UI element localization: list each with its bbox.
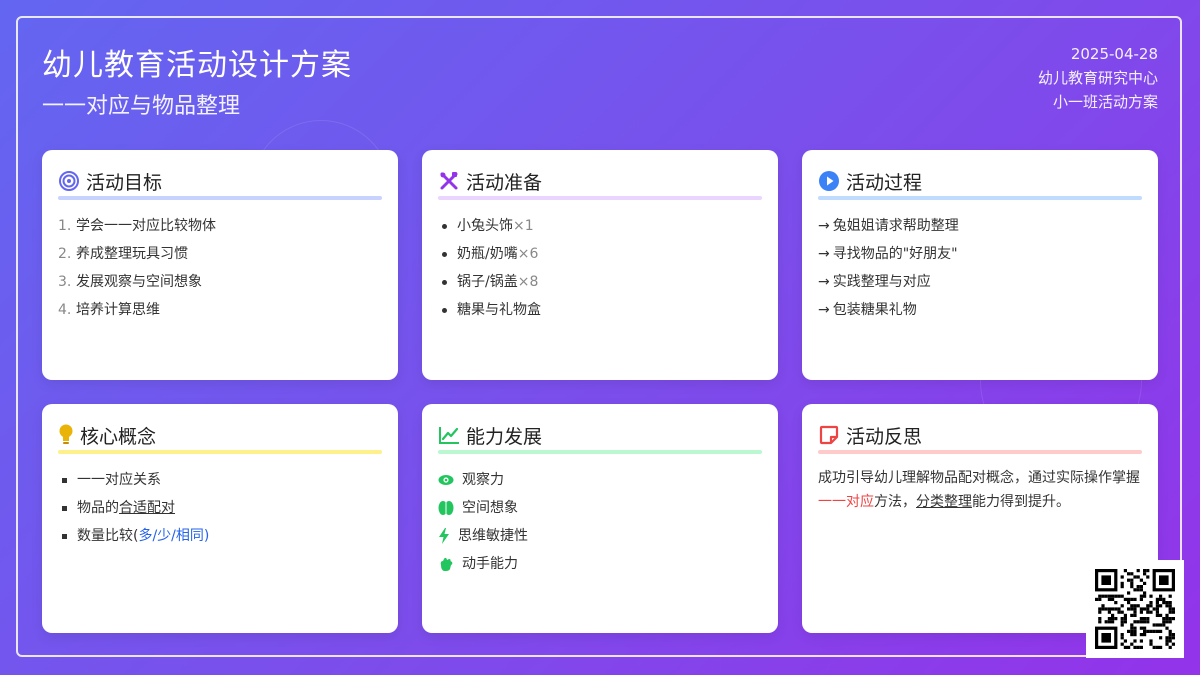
concepts-list: 一一对应关系 物品的合适配对 数量比较(多/少/相同) <box>58 466 382 550</box>
prep-qty: ×8 <box>517 274 539 290</box>
card-header: 活动准备 <box>438 168 762 198</box>
list-item: →实践整理与对应 <box>818 268 1142 296</box>
card-goals: 活动目标 1.学会一一对应比较物体 2.养成整理玩具习惯 3.发展观察与空间想象… <box>42 150 398 380</box>
prep-qty: ×1 <box>513 218 534 234</box>
card-title: 活动准备 <box>466 171 543 194</box>
concept-text: 一一对应关系 <box>77 472 161 488</box>
list-item: 奶瓶/奶嘴×6 <box>438 240 762 268</box>
title-underline <box>58 450 382 454</box>
ability-text: 思维敏捷性 <box>458 528 528 544</box>
chart-line-icon <box>438 424 460 446</box>
list-item: →包装糖果礼物 <box>818 296 1142 324</box>
qr-code-icon <box>1086 560 1184 658</box>
arrow-icon: → <box>818 246 830 262</box>
list-item: 数量比较(多/少/相同) <box>58 522 382 550</box>
date-label: 2025-04-28 <box>1070 45 1158 63</box>
prep-name: 糖果与礼物盒 <box>457 302 541 318</box>
title-underline <box>58 196 382 200</box>
title-underline <box>438 196 762 200</box>
card-title: 活动目标 <box>86 171 163 194</box>
ability-text: 空间想象 <box>462 500 518 516</box>
brain-icon <box>438 500 454 516</box>
ability-text: 动手能力 <box>462 556 518 572</box>
abilities-list: 观察力 空间想象 思维敏捷性 动手能力 <box>438 466 762 578</box>
step-text: 实践整理与对应 <box>832 274 931 290</box>
ability-text: 观察力 <box>462 472 504 488</box>
page-frame <box>16 16 1182 657</box>
process-list: →兔姐姐请求帮助整理 →寻找物品的"好朋友" →实践整理与对应 →包装糖果礼物 <box>818 212 1142 324</box>
card-header: 活动过程 <box>818 168 1142 198</box>
goal-text: 发展观察与空间想象 <box>76 274 202 290</box>
concept-underlined: 合适配对 <box>119 500 175 516</box>
card-process: 活动过程 →兔姐姐请求帮助整理 →寻找物品的"好朋友" →实践整理与对应 →包装… <box>802 150 1158 380</box>
hand-icon <box>438 556 454 572</box>
step-text: 寻找物品的"好朋友" <box>832 246 958 262</box>
card-abilities: 能力发展 观察力 空间想象 思维敏捷性 动手能力 <box>422 404 778 633</box>
title-underline <box>818 196 1142 200</box>
list-item: 4.培养计算思维 <box>58 296 382 324</box>
play-icon <box>818 170 840 192</box>
goals-list: 1.学会一一对应比较物体 2.养成整理玩具习惯 3.发展观察与空间想象 4.培养… <box>58 212 382 324</box>
title-underline <box>438 450 762 454</box>
reflection-highlight: 一一对应 <box>818 494 874 510</box>
list-item: →兔姐姐请求帮助整理 <box>818 212 1142 240</box>
prep-name: 小兔头饰 <box>457 218 513 234</box>
card-header: 核心概念 <box>58 422 382 452</box>
card-header: 能力发展 <box>438 422 762 452</box>
page-subtitle: 一一对应与物品整理 <box>42 94 241 119</box>
concept-text: 数量比较( <box>77 528 139 544</box>
target-icon <box>58 170 80 192</box>
concept-highlight: 多/少/相同 <box>138 528 204 544</box>
list-item: 糖果与礼物盒 <box>438 296 762 324</box>
arrow-icon: → <box>818 274 830 290</box>
card-title: 活动过程 <box>846 171 923 194</box>
list-item: →寻找物品的"好朋友" <box>818 240 1142 268</box>
list-item: 小兔头饰×1 <box>438 212 762 240</box>
eye-icon <box>438 474 454 486</box>
list-item: 动手能力 <box>438 550 762 578</box>
prep-qty: ×6 <box>517 246 539 262</box>
note-icon <box>818 424 840 446</box>
concept-paren: ) <box>203 528 210 544</box>
prep-name: 奶瓶/奶嘴 <box>457 246 518 262</box>
header-meta: 2025-04-28 幼儿教育研究中心 小一班活动方案 <box>1038 42 1158 114</box>
reflection-underlined: 分类整理 <box>916 494 972 510</box>
arrow-icon: → <box>818 302 830 318</box>
list-item: 物品的合适配对 <box>58 494 382 522</box>
card-title: 核心概念 <box>80 425 157 448</box>
goal-text: 培养计算思维 <box>76 302 160 318</box>
card-title: 活动反思 <box>846 425 923 448</box>
list-item: 1.学会一一对应比较物体 <box>58 212 382 240</box>
list-item: 锅子/锅盖×8 <box>438 268 762 296</box>
bolt-icon <box>438 528 450 544</box>
list-item: 空间想象 <box>438 494 762 522</box>
card-prep: 活动准备 小兔头饰×1 奶瓶/奶嘴×6 锅子/锅盖×8 糖果与礼物盒 <box>422 150 778 380</box>
card-header: 活动反思 <box>818 422 1142 452</box>
prep-name: 锅子/锅盖 <box>457 274 518 290</box>
list-item: 观察力 <box>438 466 762 494</box>
step-text: 包装糖果礼物 <box>832 302 917 318</box>
class-label: 小一班活动方案 <box>1052 93 1158 111</box>
list-item: 思维敏捷性 <box>438 522 762 550</box>
goal-text: 学会一一对应比较物体 <box>76 218 216 234</box>
prep-list: 小兔头饰×1 奶瓶/奶嘴×6 锅子/锅盖×8 糖果与礼物盒 <box>438 212 762 324</box>
list-item: 2.养成整理玩具习惯 <box>58 240 382 268</box>
arrow-icon: → <box>818 218 830 234</box>
reflection-text: 成功引导幼儿理解物品配对概念，通过实际操作掌握一一对应方法，分类整理能力得到提升… <box>818 470 1140 510</box>
concept-text: 物品的 <box>77 500 119 516</box>
tools-icon <box>438 170 460 192</box>
card-concepts: 核心概念 一一对应关系 物品的合适配对 数量比较(多/少/相同) <box>42 404 398 633</box>
page-title: 幼儿教育活动设计方案 <box>42 48 352 83</box>
org-label: 幼儿教育研究中心 <box>1037 69 1158 87</box>
step-text: 兔姐姐请求帮助整理 <box>832 218 959 234</box>
list-item: 一一对应关系 <box>58 466 382 494</box>
list-item: 3.发展观察与空间想象 <box>58 268 382 296</box>
title-underline <box>818 450 1142 454</box>
card-header: 活动目标 <box>58 168 382 198</box>
card-title: 能力发展 <box>466 425 543 448</box>
lightbulb-icon <box>58 424 74 446</box>
goal-text: 养成整理玩具习惯 <box>76 246 188 262</box>
